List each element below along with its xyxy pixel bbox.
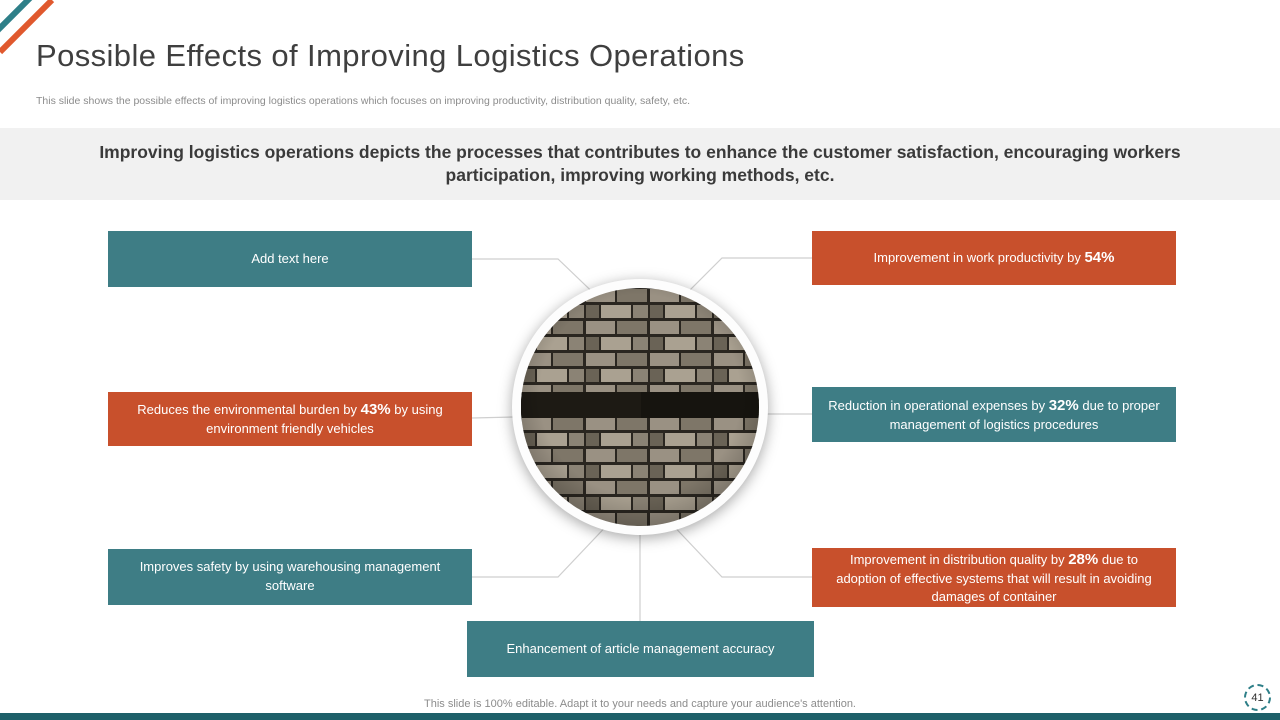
text-segment: Add text here xyxy=(251,250,329,266)
page-subtitle: This slide shows the possible effects of… xyxy=(36,95,691,107)
effect-box-article-management[interactable]: Enhancement of article management accura… xyxy=(467,621,814,677)
text-segment: Reduces the environmental burden by xyxy=(137,402,361,418)
orange-stripe xyxy=(0,0,55,55)
effect-box-text: Add text here xyxy=(251,249,328,269)
center-image-frame xyxy=(512,279,768,535)
text-segment: Improvement in work productivity by xyxy=(873,249,1085,265)
stat-highlight: 28% xyxy=(1068,550,1099,568)
bottom-bar xyxy=(0,713,1280,720)
page-number-badge: 41 xyxy=(1244,684,1271,711)
footer-note: This slide is 100% editable. Adapt it to… xyxy=(424,698,856,710)
text-segment: Enhancement of article management accura… xyxy=(506,640,775,656)
text-segment: due to proper management of logistics pr… xyxy=(889,397,1160,432)
corner-decoration xyxy=(0,0,55,55)
effect-box-text: Improves safety by using warehousing man… xyxy=(124,558,456,596)
teal-stripe xyxy=(0,0,33,33)
effect-box-work-productivity[interactable]: Improvement in work productivity by 54% xyxy=(812,231,1176,285)
stat-highlight: 54% xyxy=(1084,248,1115,266)
effect-box-text: Reduces the environmental burden by 43% … xyxy=(124,400,456,438)
page-number: 41 xyxy=(1251,691,1264,704)
effect-box-add-text[interactable]: Add text here xyxy=(108,231,472,287)
summary-banner: Improving logistics operations depicts t… xyxy=(0,128,1280,201)
effect-box-distribution-quality[interactable]: Improvement in distribution quality by 2… xyxy=(812,548,1176,607)
text-segment: by using environment friendly vehicles xyxy=(206,402,443,437)
stat-highlight: 32% xyxy=(1048,396,1079,414)
text-segment: Improvement in distribution quality by xyxy=(849,551,1069,567)
page-title: Possible Effects of Improving Logistics … xyxy=(36,38,745,73)
effect-box-text: Improvement in work productivity by 54% xyxy=(874,248,1115,268)
effect-box-text: Reduction in operational expenses by 32%… xyxy=(828,396,1160,434)
effect-box-safety[interactable]: Improves safety by using warehousing man… xyxy=(108,549,472,605)
effect-box-text: Enhancement of article management accura… xyxy=(506,639,774,659)
text-segment: Improves safety by using warehousing man… xyxy=(139,559,441,593)
center-image xyxy=(521,288,759,526)
effect-box-environmental-burden[interactable]: Reduces the environmental burden by 43% … xyxy=(108,392,472,446)
stat-highlight: 43% xyxy=(360,401,391,419)
text-segment: due to adoption of effective systems tha… xyxy=(836,551,1152,604)
effect-box-operational-expenses[interactable]: Reduction in operational expenses by 32%… xyxy=(812,387,1176,442)
text-segment: Reduction in operational expenses by xyxy=(828,397,1049,413)
effect-box-text: Improvement in distribution quality by 2… xyxy=(828,550,1160,605)
